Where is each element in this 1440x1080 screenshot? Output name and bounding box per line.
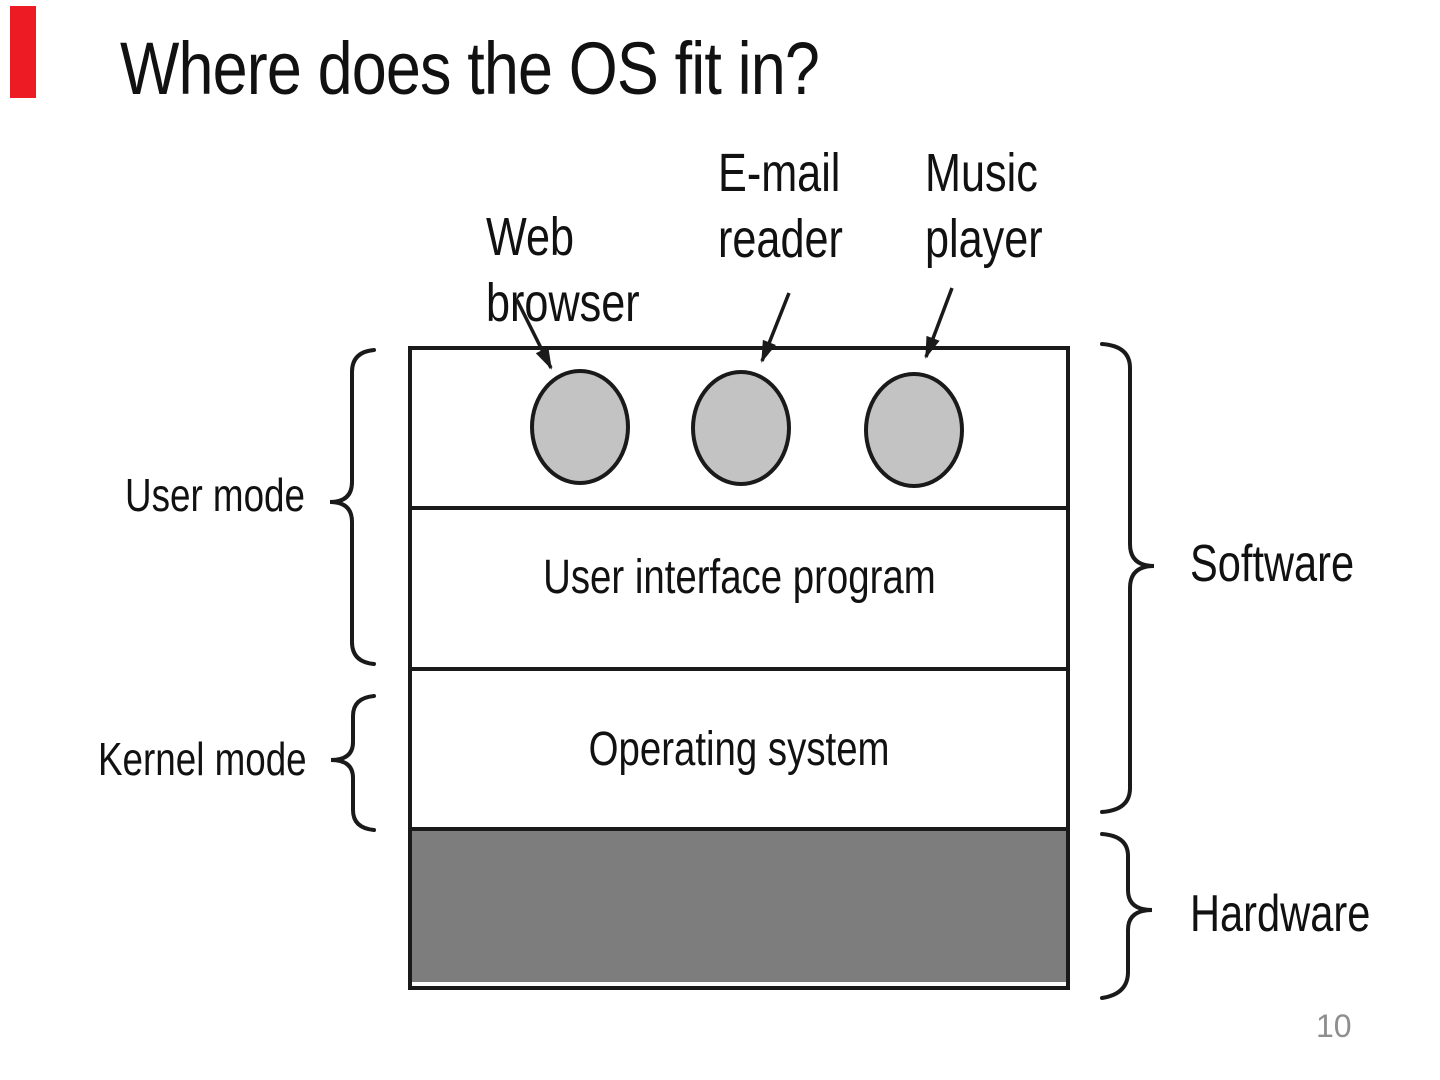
software-brace: [1100, 342, 1155, 814]
layer-operating-system: Operating system: [408, 722, 1070, 777]
page-title: Where does the OS fit in?: [120, 26, 942, 111]
label-hardware: Hardware: [1190, 884, 1415, 944]
label-music-player-line2: player: [925, 209, 1043, 269]
label-kernel-mode-text: Kernel mode: [98, 733, 307, 785]
page-title-text: Where does the OS fit in?: [120, 27, 820, 110]
layer-operating-system-text: Operating system: [588, 723, 890, 776]
label-email-reader-line1: E-mail: [718, 143, 841, 203]
label-web-browser: Web browser: [486, 204, 678, 336]
label-hardware-text: Hardware: [1190, 885, 1371, 943]
label-software: Software: [1190, 534, 1395, 594]
layer-user-interface-program: User interface program: [408, 550, 1070, 605]
process-ellipse-music-player: [864, 372, 964, 488]
label-music-player-line1: Music: [925, 143, 1038, 203]
label-web-browser-line2: browser: [486, 273, 640, 333]
label-user-mode-text: User mode: [125, 469, 305, 521]
process-ellipse-email-reader: [691, 370, 791, 486]
page-number: 10: [1316, 1008, 1352, 1044]
label-web-browser-line1: Web: [486, 207, 575, 267]
divider-uip-os: [412, 667, 1066, 671]
layer-user-interface-program-text: User interface program: [542, 551, 936, 604]
slide-accent-bar: [10, 6, 36, 98]
label-email-reader: E-mail reader: [718, 140, 874, 272]
process-ellipse-web-browser: [530, 369, 630, 485]
label-email-reader-line2: reader: [718, 209, 843, 269]
label-kernel-mode: Kernel mode: [98, 732, 359, 786]
label-software-text: Software: [1190, 535, 1355, 593]
label-music-player: Music player: [925, 140, 1072, 272]
label-user-mode: User mode: [125, 468, 350, 522]
hardware-layer-band: [412, 827, 1066, 982]
divider-apps-uip: [412, 506, 1066, 510]
hardware-brace: [1100, 832, 1153, 1000]
